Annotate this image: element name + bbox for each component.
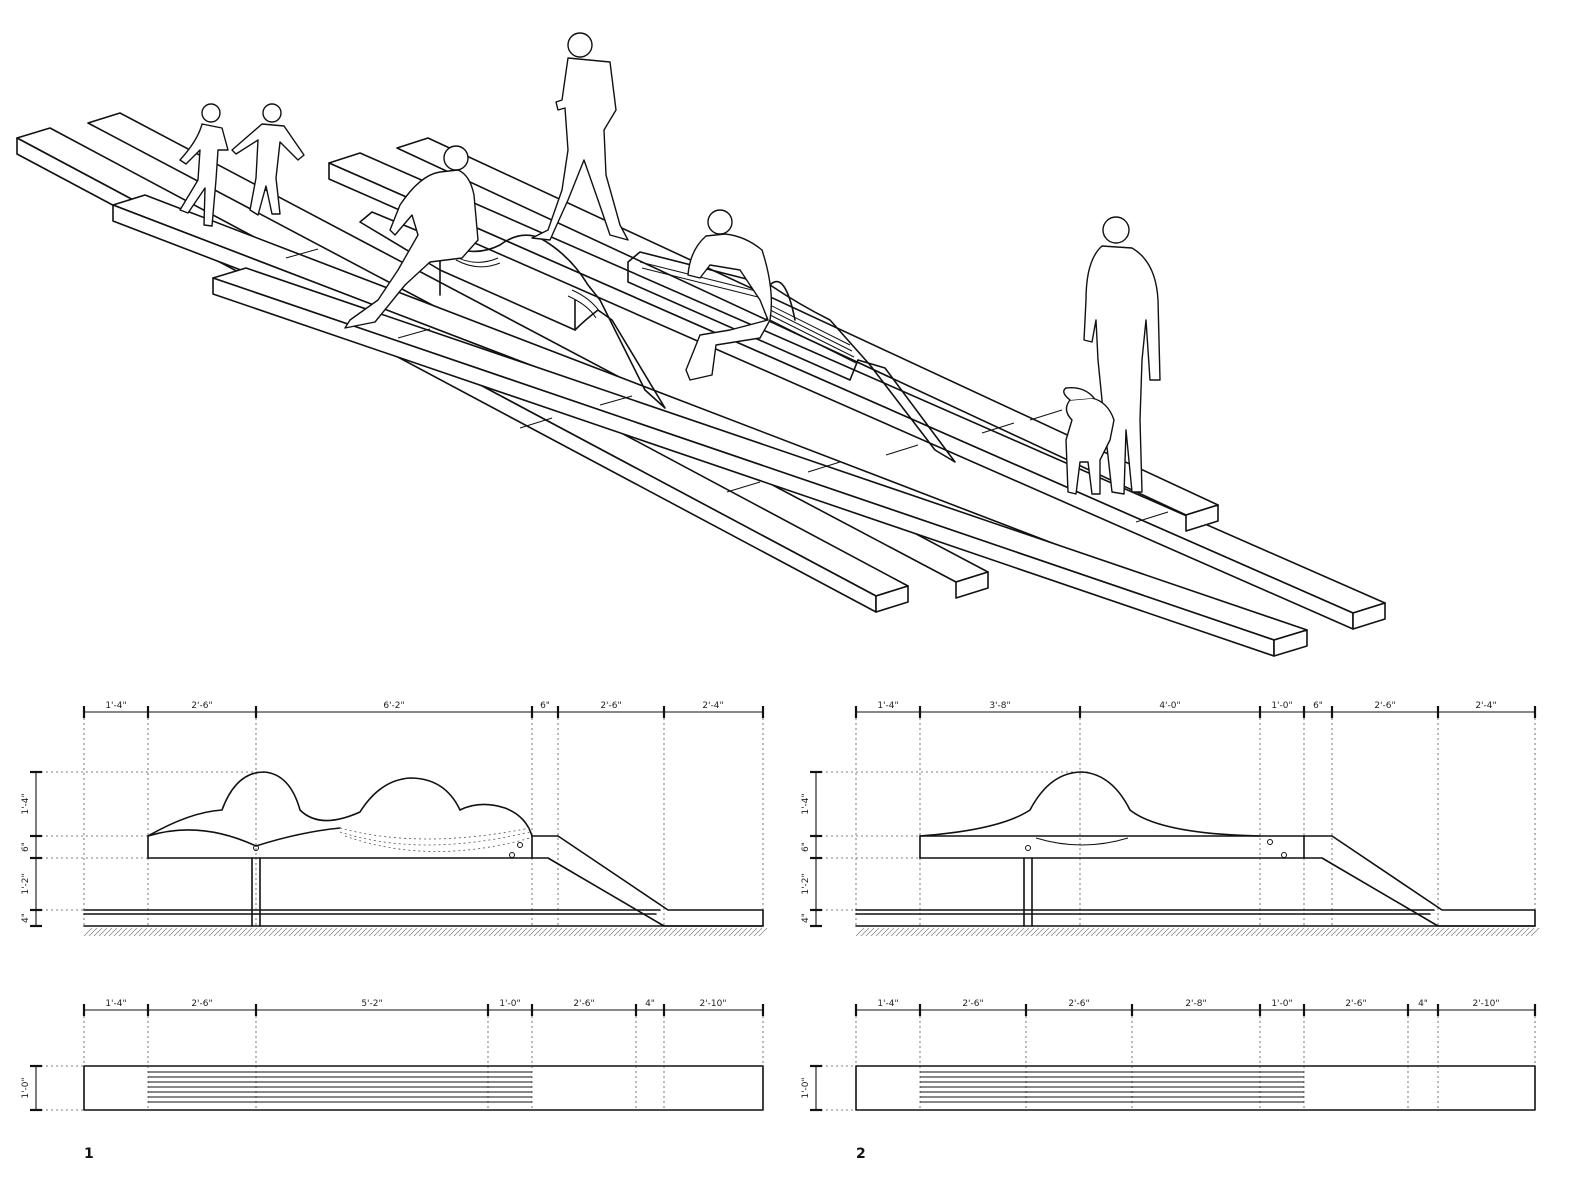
plan-dim-1-7: 2'-10" [699,999,726,1009]
plan-dim-1-2: 2'-6" [191,999,212,1009]
woman-figure [1083,216,1161,495]
beam-4 [212,267,1308,657]
side-dim-1-1: 1'-4" [21,793,31,814]
reading-man-figure [685,209,773,381]
walking-man-figure [531,32,629,241]
dog-figure [1063,387,1115,495]
plan-2-guides [816,1016,1536,1111]
dim-2-6: 2'-6" [1374,701,1395,711]
side-dim-2-2: 6" [801,842,811,852]
dim-2-4: 1'-0" [1271,701,1292,711]
bench-elevation-2 [855,771,1536,927]
plan-dim-2-2: 2'-6" [962,999,983,1009]
plan-dim-2-7: 4" [1418,999,1428,1009]
bench-plan-2 [855,1065,1536,1111]
figure-label-2: 2 [856,1146,866,1162]
bench-plan-1 [83,1065,764,1111]
plan-dim-2-3: 2'-6" [1068,999,1089,1009]
side-dim-2-1: 1'-4" [801,793,811,814]
side-dim-2-4: 4" [801,913,811,923]
axonometric-view [16,32,1386,657]
elevation-1-guides [36,718,764,925]
dim-1-1: 1'-4" [105,701,126,711]
plan-dim-1-3: 5'-2" [361,999,382,1009]
dim-2-1: 1'-4" [877,701,898,711]
plan-1-ticks [82,1004,765,1016]
dim-2-7: 2'-4" [1475,701,1496,711]
child-figure-right [231,103,305,216]
beam-6 [396,137,1219,532]
plan-2-ticks [854,1004,1537,1016]
plan-dim-2-5: 1'-0" [1271,999,1292,1009]
plan-dim-1-5: 2'-6" [573,999,594,1009]
dim-1-5: 2'-6" [600,701,621,711]
plan-1-guides [36,1016,764,1111]
ground-hatch-1 [83,927,768,937]
dim-2-5: 6" [1313,701,1323,711]
elevation-1: 1'-4" 2'-6" 6'-2" 6" 2'-6" 2'-4" 1'-4" 6… [21,701,768,1162]
figure-label-1: 1 [84,1146,94,1162]
plan-dim-2-6: 2'-6" [1345,999,1366,1009]
dim-1-6: 2'-4" [702,701,723,711]
dim-1-3: 6'-2" [383,701,404,711]
side-dim-2-3: 1'-2" [801,873,811,894]
elevation-1-top-ticks [82,706,765,718]
dim-1-2: 2'-6" [191,701,212,711]
elevation-2-guides [816,718,1536,925]
bench-elevation-1 [83,771,764,927]
seated-man-figure [344,145,479,329]
dim-2-2: 3'-8" [989,701,1010,711]
ground-hatch-2 [855,927,1540,937]
plan-dim-2-8: 2'-10" [1472,999,1499,1009]
plan-dim-2-1: 1'-4" [877,999,898,1009]
side-dim-1-2: 6" [21,842,31,852]
child-figure-left [179,103,229,227]
plan-dim-1-4: 1'-0" [499,999,520,1009]
plan-dim-1-1: 1'-4" [105,999,126,1009]
elevation-2-top-ticks [854,706,1537,718]
plan-dim-2-4: 2'-8" [1185,999,1206,1009]
plan-dim-1-6: 4" [645,999,655,1009]
side-dim-1-4: 4" [21,913,31,923]
elevation-2: 1'-4" 3'-8" 4'-0" 1'-0" 6" 2'-6" 2'-4" 1… [801,701,1540,1162]
plan-side-dim-1: 1'-0" [21,1077,31,1098]
dim-2-3: 4'-0" [1159,701,1180,711]
side-dim-1-3: 1'-2" [21,873,31,894]
dim-1-4: 6" [540,701,550,711]
plan-side-dim-2: 1'-0" [801,1077,811,1098]
beam-joints [285,248,1169,523]
